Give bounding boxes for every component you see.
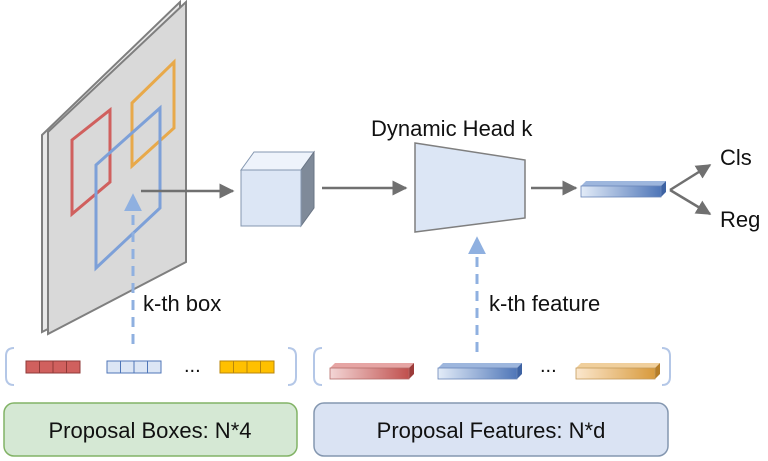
- proposal-features-bracket: [313, 347, 671, 386]
- dynamic-head-label: Dynamic Head k: [371, 116, 533, 141]
- kth-feature-label: k-th feature: [489, 291, 600, 316]
- proposal-box-blue: [94, 104, 162, 272]
- cls-label: Cls: [720, 145, 752, 170]
- proposal-boxes-bracket: [5, 347, 297, 386]
- feature-vector-blue: [437, 363, 522, 380]
- boxes-ellipsis: ...: [184, 355, 201, 377]
- features-ellipsis: ...: [540, 355, 557, 377]
- feature-vector-orange: [575, 363, 660, 380]
- arrow-to-reg: [669, 188, 712, 216]
- reg-label: Reg: [720, 207, 760, 232]
- proposal-boxes-pill: Proposal Boxes: N*4: [3, 402, 298, 457]
- kth-box-label: k-th box: [143, 291, 221, 316]
- box-vector-blue: [106, 360, 162, 374]
- box-vector-red: [25, 360, 81, 374]
- proposal-box-orange: [130, 58, 176, 170]
- proposal-boxes-label: Proposal Boxes: N*4: [49, 418, 252, 443]
- proposal-features-pill: Proposal Features: N*d: [313, 402, 669, 457]
- output-feature-bar: [580, 181, 666, 198]
- proposal-box-red: [70, 106, 112, 218]
- box-vector-orange: [219, 360, 275, 374]
- roi-feature-cube: [240, 150, 315, 228]
- image-frame: [41, 0, 187, 336]
- arrow-to-cls: [669, 163, 712, 192]
- proposal-features-label: Proposal Features: N*d: [377, 418, 606, 443]
- dynamic-head-shape: [414, 142, 526, 233]
- feature-vector-red: [329, 363, 414, 380]
